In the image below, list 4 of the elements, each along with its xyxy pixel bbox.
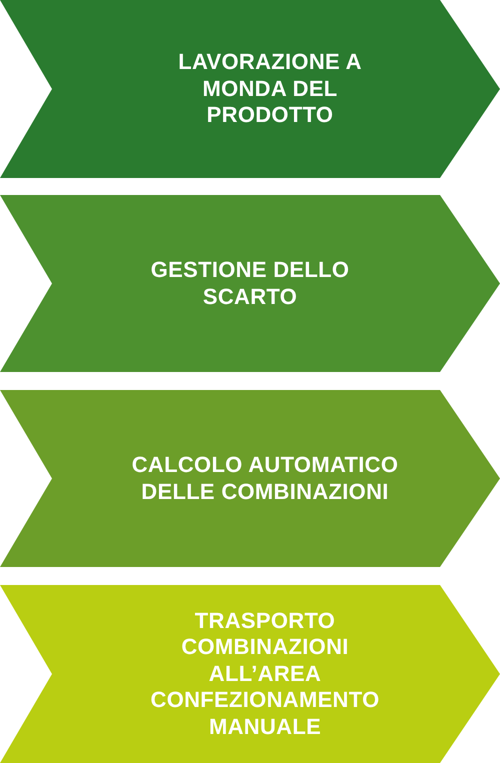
step-label: TRASPORTO COMBINAZIONI ALL’AREA CONFEZIONAMENTO MANUALE xyxy=(150,608,380,740)
step-label: LAVORAZIONE A MONDA DEL PRODOTTO xyxy=(177,49,363,129)
step-label: GESTIONE DELLO SCARTO xyxy=(150,257,350,310)
step-label: CALCOLO AUTOMATICO DELLE COMBINAZIONI xyxy=(130,452,400,505)
